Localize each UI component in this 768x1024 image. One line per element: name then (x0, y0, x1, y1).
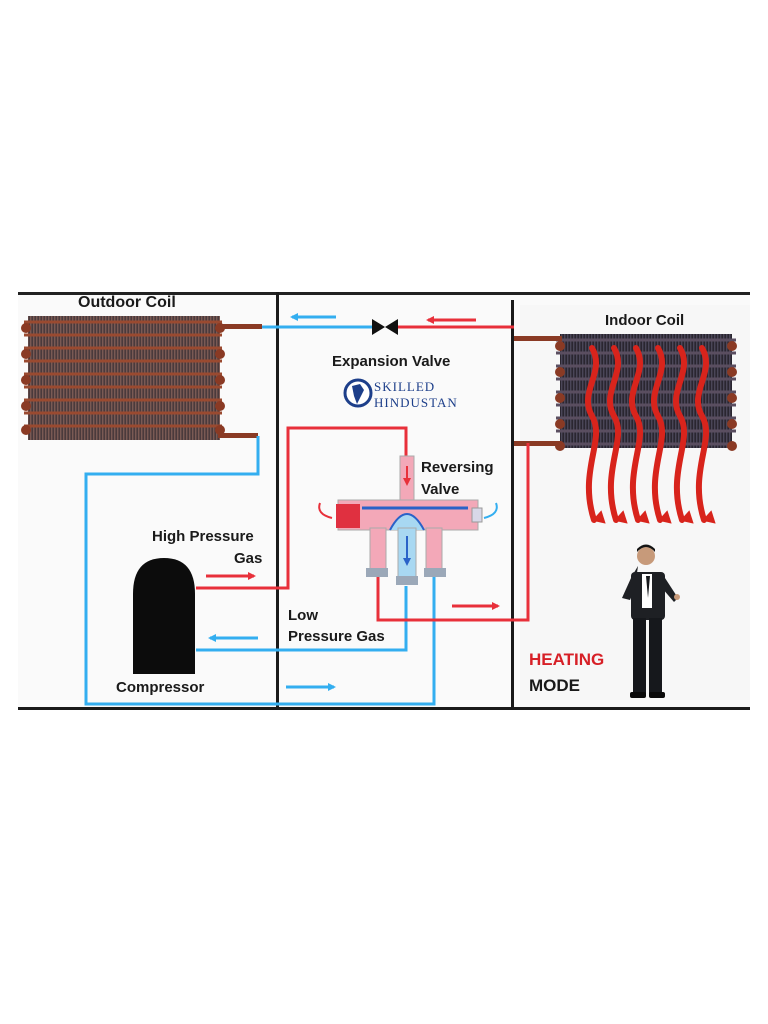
high-pressure-label-line1: High Pressure (152, 528, 254, 545)
low-pressure-return (196, 586, 408, 652)
compressor-label: Compressor (116, 679, 205, 696)
mode-word-mode: MODE (529, 676, 580, 695)
heat-arrow-6 (694, 345, 716, 524)
refrigerant-lines (84, 325, 530, 706)
indoor-coil-label: Indoor Coil (605, 312, 685, 329)
outdoor-coil (21, 316, 262, 440)
low-pressure-label-line2: Pressure Gas (288, 628, 385, 645)
india-map-circle-icon (343, 378, 373, 408)
hot-gas-line (376, 443, 530, 622)
expansion-valve-label: Expansion Valve (332, 353, 451, 370)
bowtie-valve-icon (372, 319, 398, 335)
heat-arrow-4 (650, 345, 672, 524)
heat-arrow-3 (628, 345, 650, 524)
solenoid-plunger (336, 504, 360, 528)
divider-right (511, 300, 514, 710)
heat-arrow-5 (672, 345, 694, 524)
discharge-line (196, 426, 408, 590)
high-pressure-label-line2: Gas (234, 550, 263, 567)
presenter-figure (622, 544, 680, 698)
divider-left (276, 292, 279, 710)
heat-arrow-2 (606, 345, 628, 524)
suction-line (84, 436, 436, 706)
outdoor-coil-label: Outdoor Coil (78, 294, 176, 311)
logo-text-line1: SKILLED (374, 379, 436, 394)
low-pressure-label-line1: Low (288, 607, 318, 624)
compressor-body (133, 558, 195, 674)
reversing-valve (318, 455, 498, 585)
heat-waves (584, 345, 716, 524)
flow-arrows (206, 313, 500, 691)
mode-word-heating: HEATING (529, 650, 605, 669)
reversing-valve-label-line2: Valve (421, 481, 460, 498)
reversing-valve-label-line1: Reversing (421, 459, 494, 476)
logo-text-line2: HINDUSTAN (374, 395, 458, 410)
heat-arrow-1 (584, 345, 606, 524)
